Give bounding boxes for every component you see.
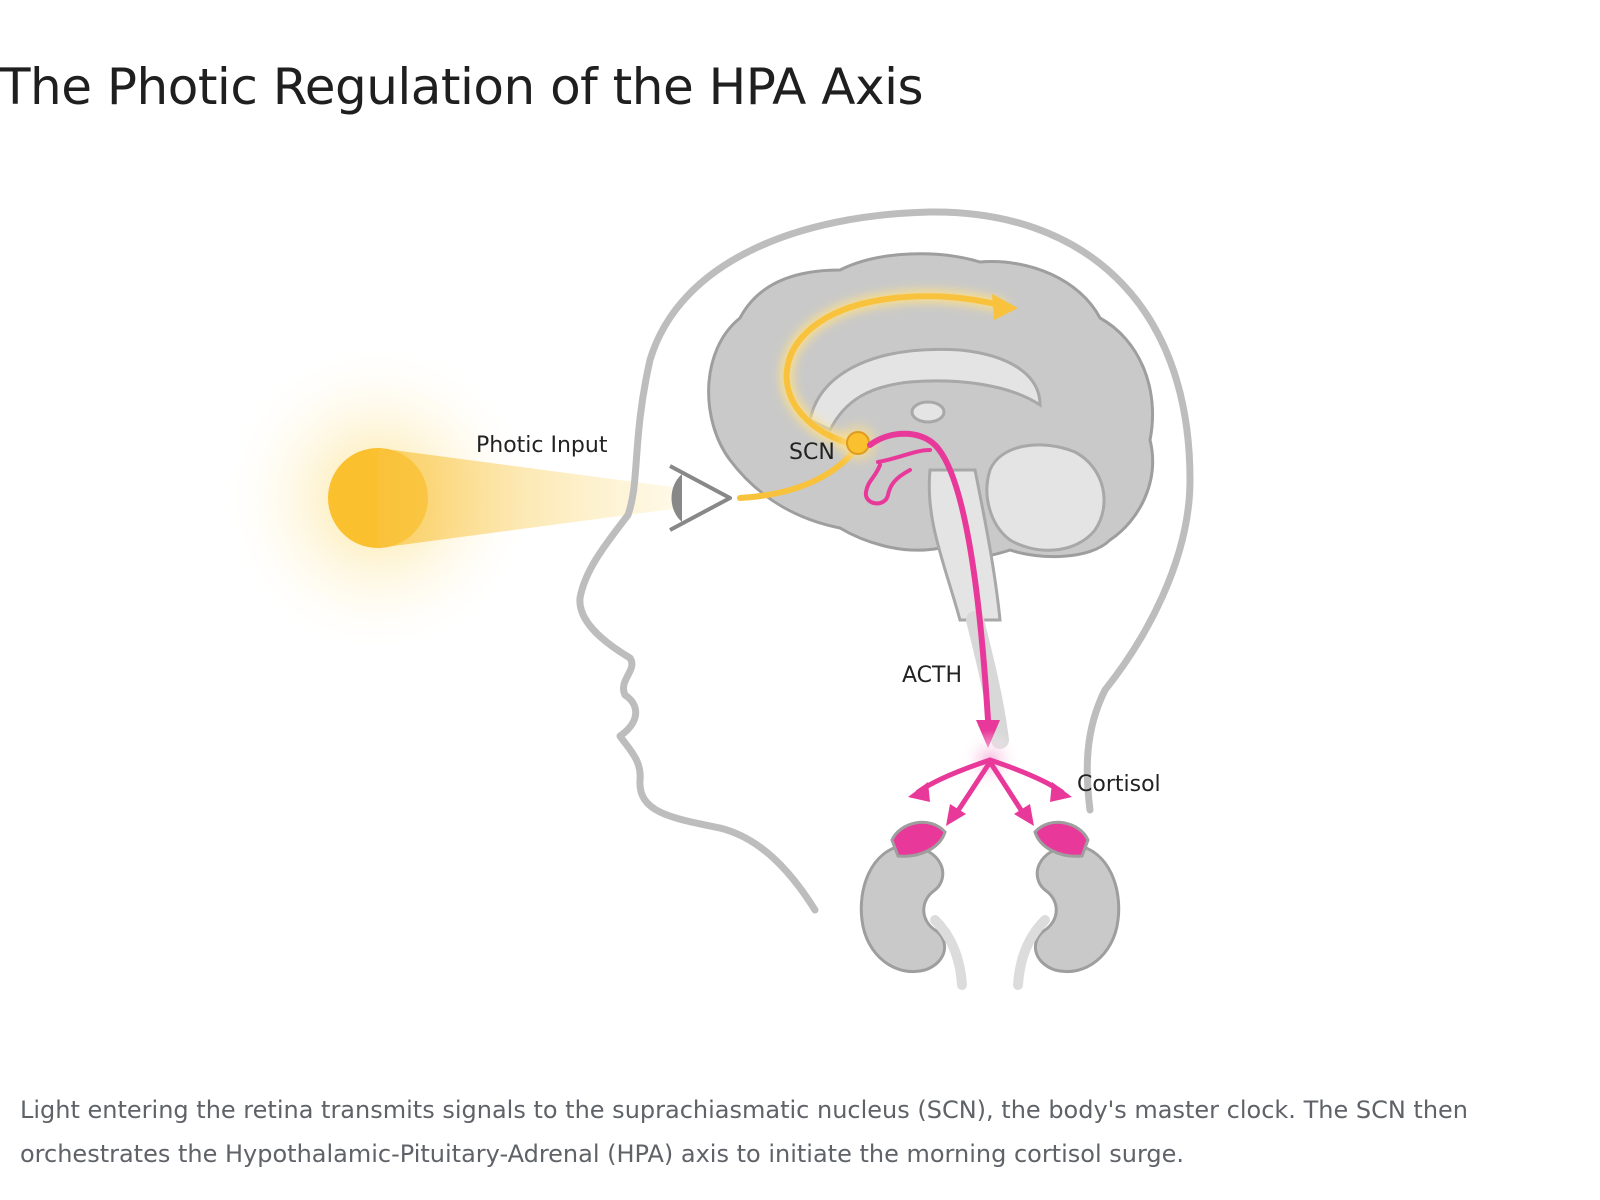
adrenal-gland-icon xyxy=(859,820,1121,990)
eye-icon xyxy=(669,464,732,532)
photic-input-label: Photic Input xyxy=(476,433,608,458)
head-outline xyxy=(576,208,1194,914)
hpa-axis-diagram: Photic Input SCN ACTH Cortisol xyxy=(228,208,1194,990)
scn-label: SCN xyxy=(789,440,835,465)
scn-node xyxy=(840,425,876,461)
retina-scn-pathway xyxy=(737,447,858,501)
light-beam xyxy=(378,448,680,548)
acth-label: ACTH xyxy=(902,663,962,688)
circadian-arrow xyxy=(780,290,1018,451)
pituitary-gland xyxy=(863,463,912,506)
cortisol-label: Cortisol xyxy=(1077,772,1161,797)
page-title: The Photic Regulation of the HPA Axis xyxy=(0,58,924,116)
cortisol-burst xyxy=(908,730,1072,826)
brain-icon xyxy=(707,252,1155,622)
figure-caption: Light entering the retina transmits sign… xyxy=(20,1096,1469,1168)
